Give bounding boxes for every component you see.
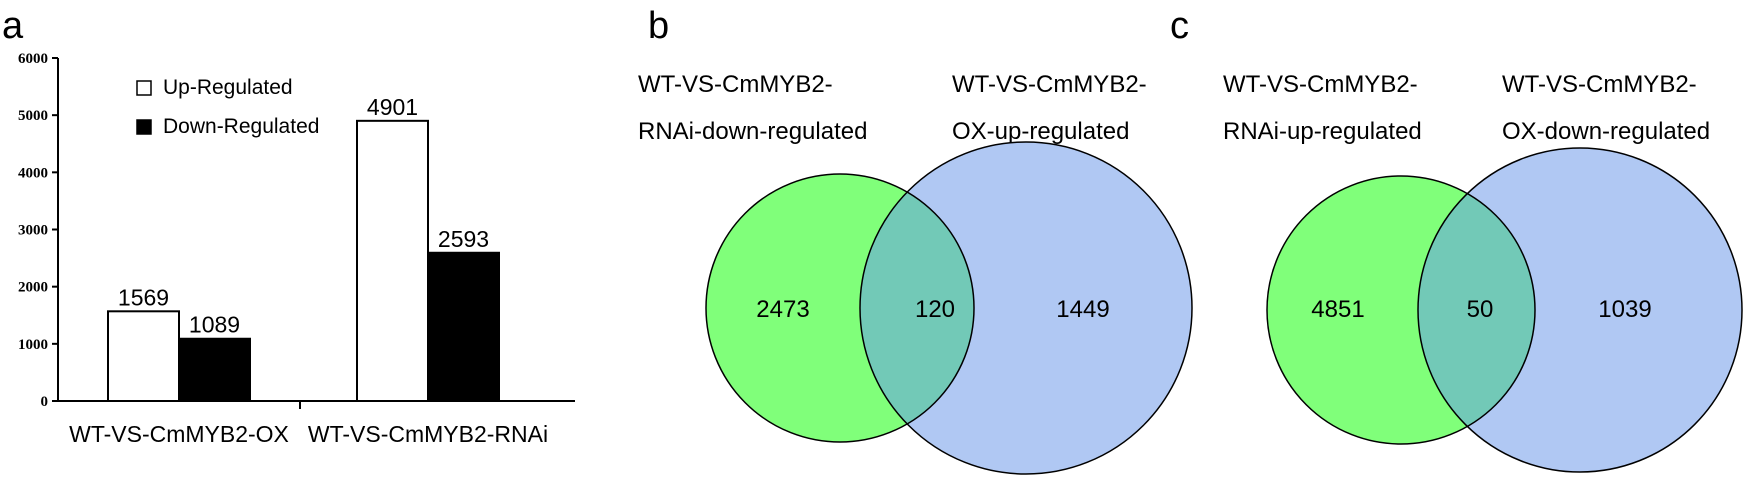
y-tick-label: 1000 (18, 337, 48, 353)
venn-c-right-outline (1417, 147, 1743, 473)
bar-down-1 (427, 251, 500, 402)
venn-c-right-title-line2: OX-down-regulated (1502, 118, 1710, 145)
venn-b-left-outline (705, 173, 975, 443)
x-category-label: WT-VS-CmMYB2-OX (69, 421, 289, 447)
venn-b-right-title-line1: WT-VS-CmMYB2- (952, 71, 1147, 98)
venn-c-overlap (1418, 176, 1535, 444)
venn-c-left-outline (1266, 175, 1536, 445)
venn-diagram-c: WT-VS-CmMYB2- RNAi-up-regulated WT-VS-Cm… (1223, 71, 1743, 473)
venn-b-overlap (860, 174, 974, 442)
y-tick-label: 3000 (18, 223, 48, 239)
panel-letter-b: b (648, 5, 669, 47)
bar-value-label: 1089 (189, 312, 240, 338)
x-category-label: WT-VS-CmMYB2-RNAi (308, 421, 548, 447)
bar-value-label: 1569 (118, 284, 169, 310)
bar-up-0 (107, 310, 180, 403)
bar-value-label: 4901 (367, 94, 418, 120)
bar-value-label: 2593 (438, 226, 489, 252)
venn-c-right-title-line1: WT-VS-CmMYB2- (1502, 71, 1697, 98)
panel-letter-a: a (2, 5, 24, 47)
venn-c-left-title-line2: RNAi-up-regulated (1223, 118, 1422, 145)
venn-b-left-count: 2473 (756, 296, 809, 323)
venn-b-left-title-line2: RNAi-down-regulated (638, 118, 867, 145)
venn-b-right-count: 1449 (1056, 296, 1109, 323)
panel-letter-c: c (1170, 5, 1189, 47)
venn-b-right-title-line2: OX-up-regulated (952, 118, 1129, 145)
legend-swatch-up (136, 80, 152, 96)
bar-up-1 (356, 119, 429, 402)
legend-label-up: Up-Regulated (163, 76, 293, 99)
legend-label-down: Down-Regulated (163, 115, 319, 138)
bar-chart: 0 1000 2000 3000 4000 5000 6000 1569 1089WT-VS-C… (18, 51, 575, 447)
venn-b-right-outline (859, 141, 1193, 475)
venn-c-overlap-count: 50 (1467, 296, 1494, 323)
venn-diagram-b: WT-VS-CmMYB2- RNAi-down-regulated WT-VS-… (638, 71, 1193, 475)
y-tick-label: 6000 (18, 51, 48, 67)
y-tick-label: 0 (41, 394, 49, 410)
y-tick-label: 5000 (18, 108, 48, 124)
legend-swatch-down (136, 119, 152, 135)
y-tick-label: 2000 (18, 280, 48, 296)
venn-c-right-count: 1039 (1598, 296, 1651, 323)
bar-down-0 (178, 337, 251, 403)
y-tick-label: 4000 (18, 165, 48, 181)
venn-c-left-count: 4851 (1311, 296, 1364, 323)
venn-c-left-title-line1: WT-VS-CmMYB2- (1223, 71, 1418, 98)
venn-b-left-title-line1: WT-VS-CmMYB2- (638, 71, 833, 98)
venn-b-overlap-count: 120 (915, 296, 955, 323)
